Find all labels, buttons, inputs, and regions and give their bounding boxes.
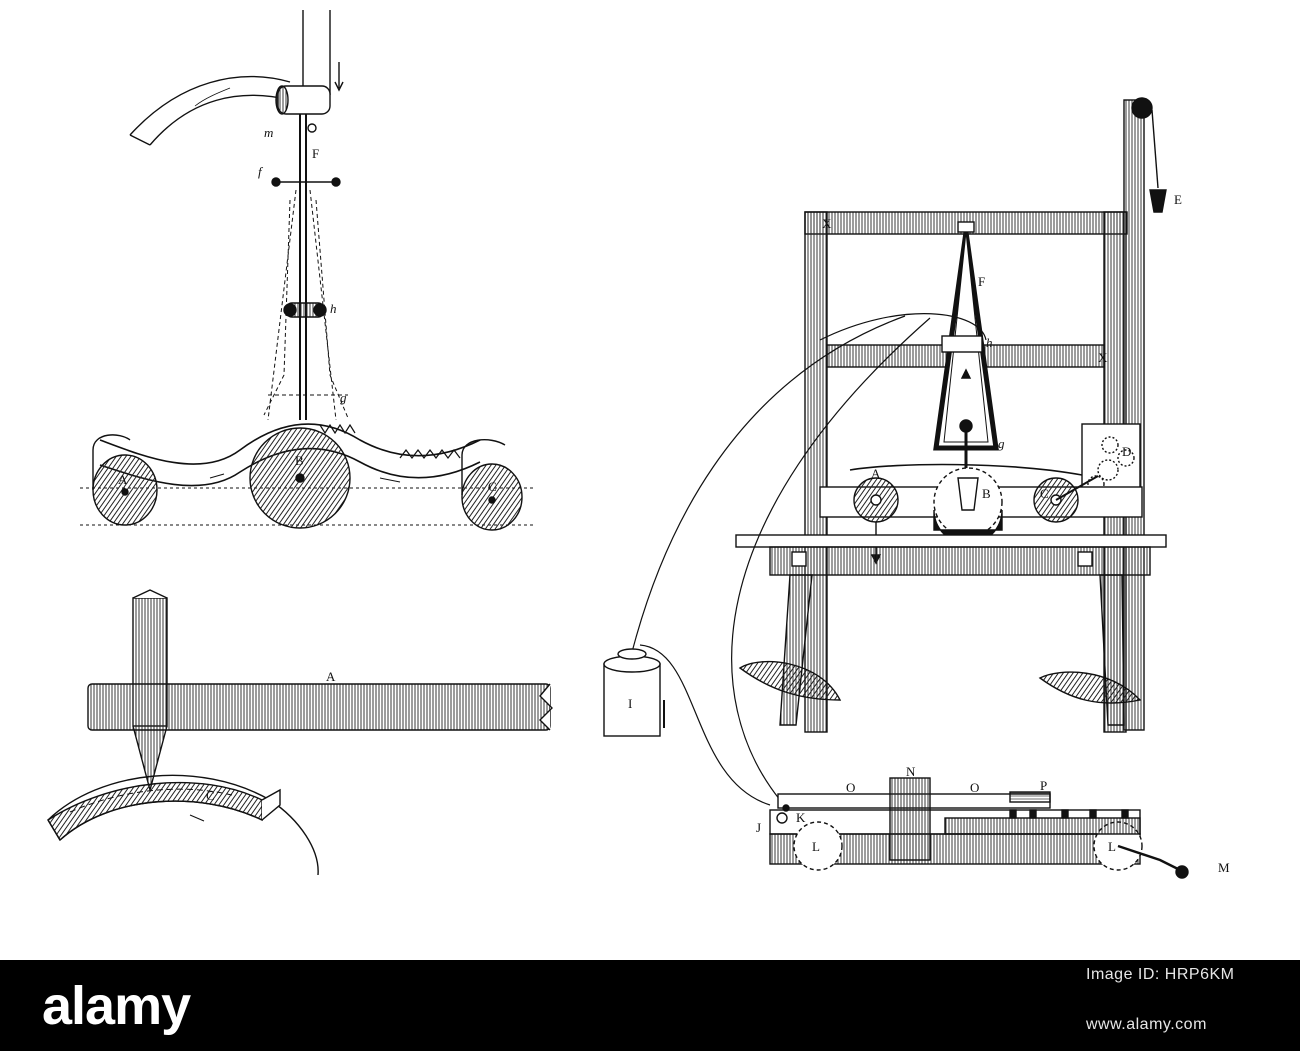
label-A-top: A (118, 472, 128, 487)
label-B-right: B (982, 486, 991, 501)
label-F-top: F (312, 146, 319, 161)
label-D: D (1122, 444, 1131, 459)
label-F-right: F (978, 274, 985, 289)
label-P: P (1040, 778, 1047, 793)
label-h-top: h (330, 301, 337, 316)
label-f: f (258, 164, 264, 179)
label-X-lower: X (1098, 350, 1108, 365)
stylus-roller-diagram (80, 10, 535, 531)
label-C-top: C (488, 479, 497, 494)
label-g-top: g (340, 390, 347, 405)
label-E: E (1174, 192, 1182, 207)
alamy-logo: alamy (42, 976, 191, 1036)
watermark-footer (0, 960, 1300, 1051)
label-I: I (628, 696, 632, 711)
label-C-right: C (1040, 486, 1049, 501)
label-A-right: A (871, 466, 881, 481)
label-C-roller: C (206, 788, 215, 803)
label-m: m (264, 125, 273, 140)
engraving-svg: m F f h g A B C A C (47, 10, 1230, 879)
label-J: J (756, 820, 761, 835)
label-X-upper: X (822, 216, 832, 231)
label-h-right: h (986, 335, 993, 350)
label-g-right: g (998, 436, 1005, 451)
site-url: www.alamy.com (1086, 1016, 1207, 1033)
stylus-tip-detail (47, 589, 553, 876)
engraving-plate: m F f h g A B C A C (47, 10, 1230, 879)
label-M: M (1218, 860, 1230, 875)
label-K: K (796, 810, 806, 825)
label-B-top: B (295, 453, 304, 468)
label-L-right: L (1108, 839, 1116, 854)
label-O-left: O (846, 780, 855, 795)
label-N: N (906, 764, 916, 779)
label-O-right: O (970, 780, 979, 795)
label-L-left: L (812, 839, 820, 854)
image-id-text: Image ID: HRP6KM (1086, 966, 1235, 983)
telegraph-apparatus (603, 97, 1189, 879)
label-A-bar: A (326, 669, 336, 684)
